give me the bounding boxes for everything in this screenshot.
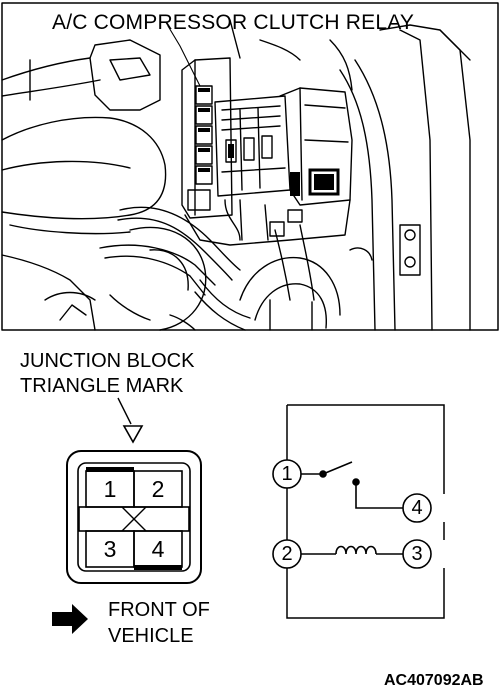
- relay-coil-icon: [301, 545, 404, 555]
- connector-pin-2: 2: [151, 476, 165, 502]
- figure-code-label: AC407092AB: [384, 672, 484, 689]
- circuit-pin-2: 2: [281, 543, 293, 565]
- relay-title-label: A/C COMPRESSOR CLUTCH RELAY: [52, 11, 415, 34]
- front-of-label: FRONT OF: [108, 599, 210, 621]
- triangle-mark-pointer: [117, 397, 132, 425]
- circuit-pin-circles: [272, 459, 432, 569]
- connector-pin-1: 1: [103, 476, 117, 502]
- triangle-mark-icon: [122, 425, 144, 444]
- vehicle-label: VEHICLE: [108, 625, 194, 647]
- connector-pin-3: 3: [103, 536, 117, 562]
- pin-4-marker: [134, 565, 182, 570]
- pin-1-marker: [86, 467, 134, 472]
- circuit-pin-1: 1: [281, 463, 293, 485]
- triangle-mark-label: TRIANGLE MARK: [20, 375, 184, 397]
- relay-connector-face: [66, 450, 202, 584]
- engine-bay-illustration: [1, 2, 499, 331]
- circuit-pin-4: 4: [411, 497, 423, 519]
- circuit-pin-3: 3: [411, 543, 423, 565]
- connector-pin-4: 4: [151, 536, 165, 562]
- highlighted-relay-marks: [198, 88, 340, 196]
- arrow-right-icon: [52, 604, 88, 634]
- relay-circuit-diagram: [286, 404, 445, 619]
- relay-switch-icon: [301, 461, 404, 509]
- junction-block-label: JUNCTION BLOCK: [20, 350, 195, 372]
